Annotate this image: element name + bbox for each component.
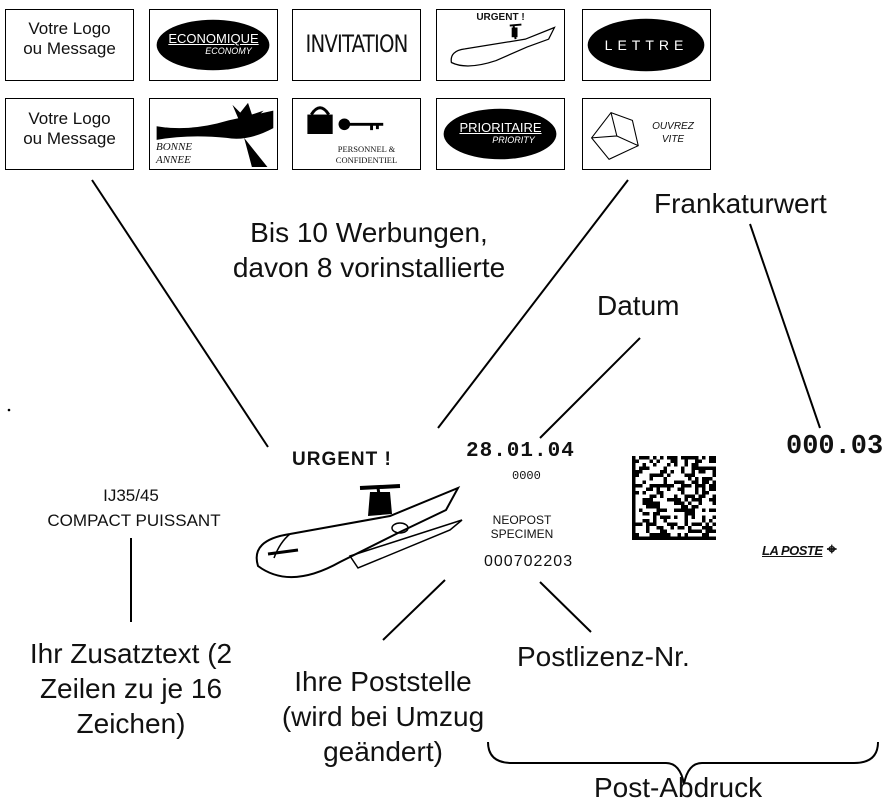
airplane-icon xyxy=(255,484,463,578)
ad-tile-personnel: PERSONNEL & CONFIDENTIEL xyxy=(292,98,421,170)
datamatrix-icon xyxy=(632,456,716,540)
imprint-date: 28.01.04 xyxy=(466,440,575,463)
ellipse-icon xyxy=(587,18,705,72)
tile-text-line2: ou Message xyxy=(23,39,116,59)
ad-tile-economique: ECONOMIQUE ECONOMY xyxy=(149,9,278,81)
holly-icon xyxy=(156,102,274,168)
laposte-logo: LA POSTE ⌖ xyxy=(762,540,837,560)
tile-text: ECONOMIQUE xyxy=(168,31,259,46)
datum-label: Datum xyxy=(597,290,680,321)
imprint-neopost-line: NEOPOST xyxy=(492,513,552,527)
zusatztext-line2: Zeilen zu je 16 xyxy=(39,673,223,704)
envelope-icon xyxy=(590,111,639,160)
imprint-neopost: NEOPOST SPECIMEN xyxy=(472,513,572,542)
tile-text-line1: PERSONNEL & xyxy=(337,144,396,154)
imprint-zusatz: IJ35/45 COMPACT PUISSANT xyxy=(0,484,262,533)
poststelle-line1: Ihre Poststelle xyxy=(294,666,472,697)
ads-caption-line2: davon 8 vorinstallierte xyxy=(232,252,506,283)
post-abdruck-label: Post-Abdruck xyxy=(594,772,763,803)
ad-tile-prioritaire: PRIORITAIRE PRIORITY xyxy=(436,98,565,170)
ad-tile-urgent: URGENT ! xyxy=(436,9,565,81)
laposte-text: LA POSTE xyxy=(762,543,823,558)
tile-subtext: PRIORITY xyxy=(492,135,535,145)
zusatztext-line3: Zeichen) xyxy=(76,708,186,739)
poststelle-line2: (wird bei Umzug xyxy=(281,701,485,732)
ellipse-icon xyxy=(156,19,270,71)
imprint-zusatz-line1: IJ35/45 xyxy=(103,486,159,505)
tile-text-line2: ou Message xyxy=(23,129,116,149)
tile-text-line1: BONNE xyxy=(156,141,193,153)
tile-text-line1: Votre Logo xyxy=(28,109,111,128)
imprint-zusatz-line2: COMPACT PUISSANT xyxy=(47,510,221,530)
imprint-license: 000702203 xyxy=(484,553,574,570)
ad-tile-lettre: LETTRE xyxy=(582,9,711,81)
swiss-cross-icon: ⌖ xyxy=(826,540,837,559)
poststelle-line3: geändert) xyxy=(323,736,443,767)
airplane-icon xyxy=(450,23,556,67)
tile-text-line2: ANNEE xyxy=(156,153,191,166)
tile-text: LETTRE xyxy=(604,37,689,53)
postlizenz-label: Postlizenz-Nr. xyxy=(517,641,690,672)
tile-text: INVITATION xyxy=(305,30,408,58)
imprint-date-sub: 0000 xyxy=(512,469,541,483)
ads-caption-line1: Bis 10 Werbungen, xyxy=(250,217,488,248)
padlock-icon xyxy=(307,106,384,134)
ad-tile-bonne-annee: BONNE ANNEE xyxy=(149,98,278,170)
tile-text-line2: CONFIDENTIEL xyxy=(335,154,398,165)
ad-tile-invitation: INVITATION xyxy=(292,9,421,81)
zusatztext-caption: Ihr Zusatztext (2 Zeilen zu je 16 Zeiche… xyxy=(0,636,262,741)
ad-tile-logo-message-2: Votre Logo ou Message xyxy=(5,98,134,170)
tile-text-line2: VITE xyxy=(661,133,685,145)
ad-tile-ouvrez-vite: OUVREZ VITE xyxy=(582,98,711,170)
tile-text: PRIORITAIRE xyxy=(459,120,542,135)
ellipse-icon xyxy=(443,108,557,160)
tile-text-line1: Votre Logo xyxy=(28,19,111,38)
frankaturwert-label: Frankaturwert xyxy=(654,188,827,219)
poststelle-caption: Ihre Poststelle (wird bei Umzug geändert… xyxy=(268,664,498,769)
tile-subtext: ECONOMY xyxy=(205,46,252,56)
ads-caption: Bis 10 Werbungen, davon 8 vorinstalliert… xyxy=(214,215,524,285)
ad-tile-logo-message: Votre Logo ou Message xyxy=(5,9,134,81)
zusatztext-line1: Ihr Zusatztext (2 xyxy=(29,638,233,669)
imprint-urgent-text: URGENT ! xyxy=(292,449,392,470)
imprint-value: 000.03 xyxy=(786,432,883,462)
tile-text: URGENT ! xyxy=(476,12,525,23)
imprint-specimen-line: SPECIMEN xyxy=(490,526,554,541)
tile-text-line1: OUVREZ xyxy=(652,121,694,132)
